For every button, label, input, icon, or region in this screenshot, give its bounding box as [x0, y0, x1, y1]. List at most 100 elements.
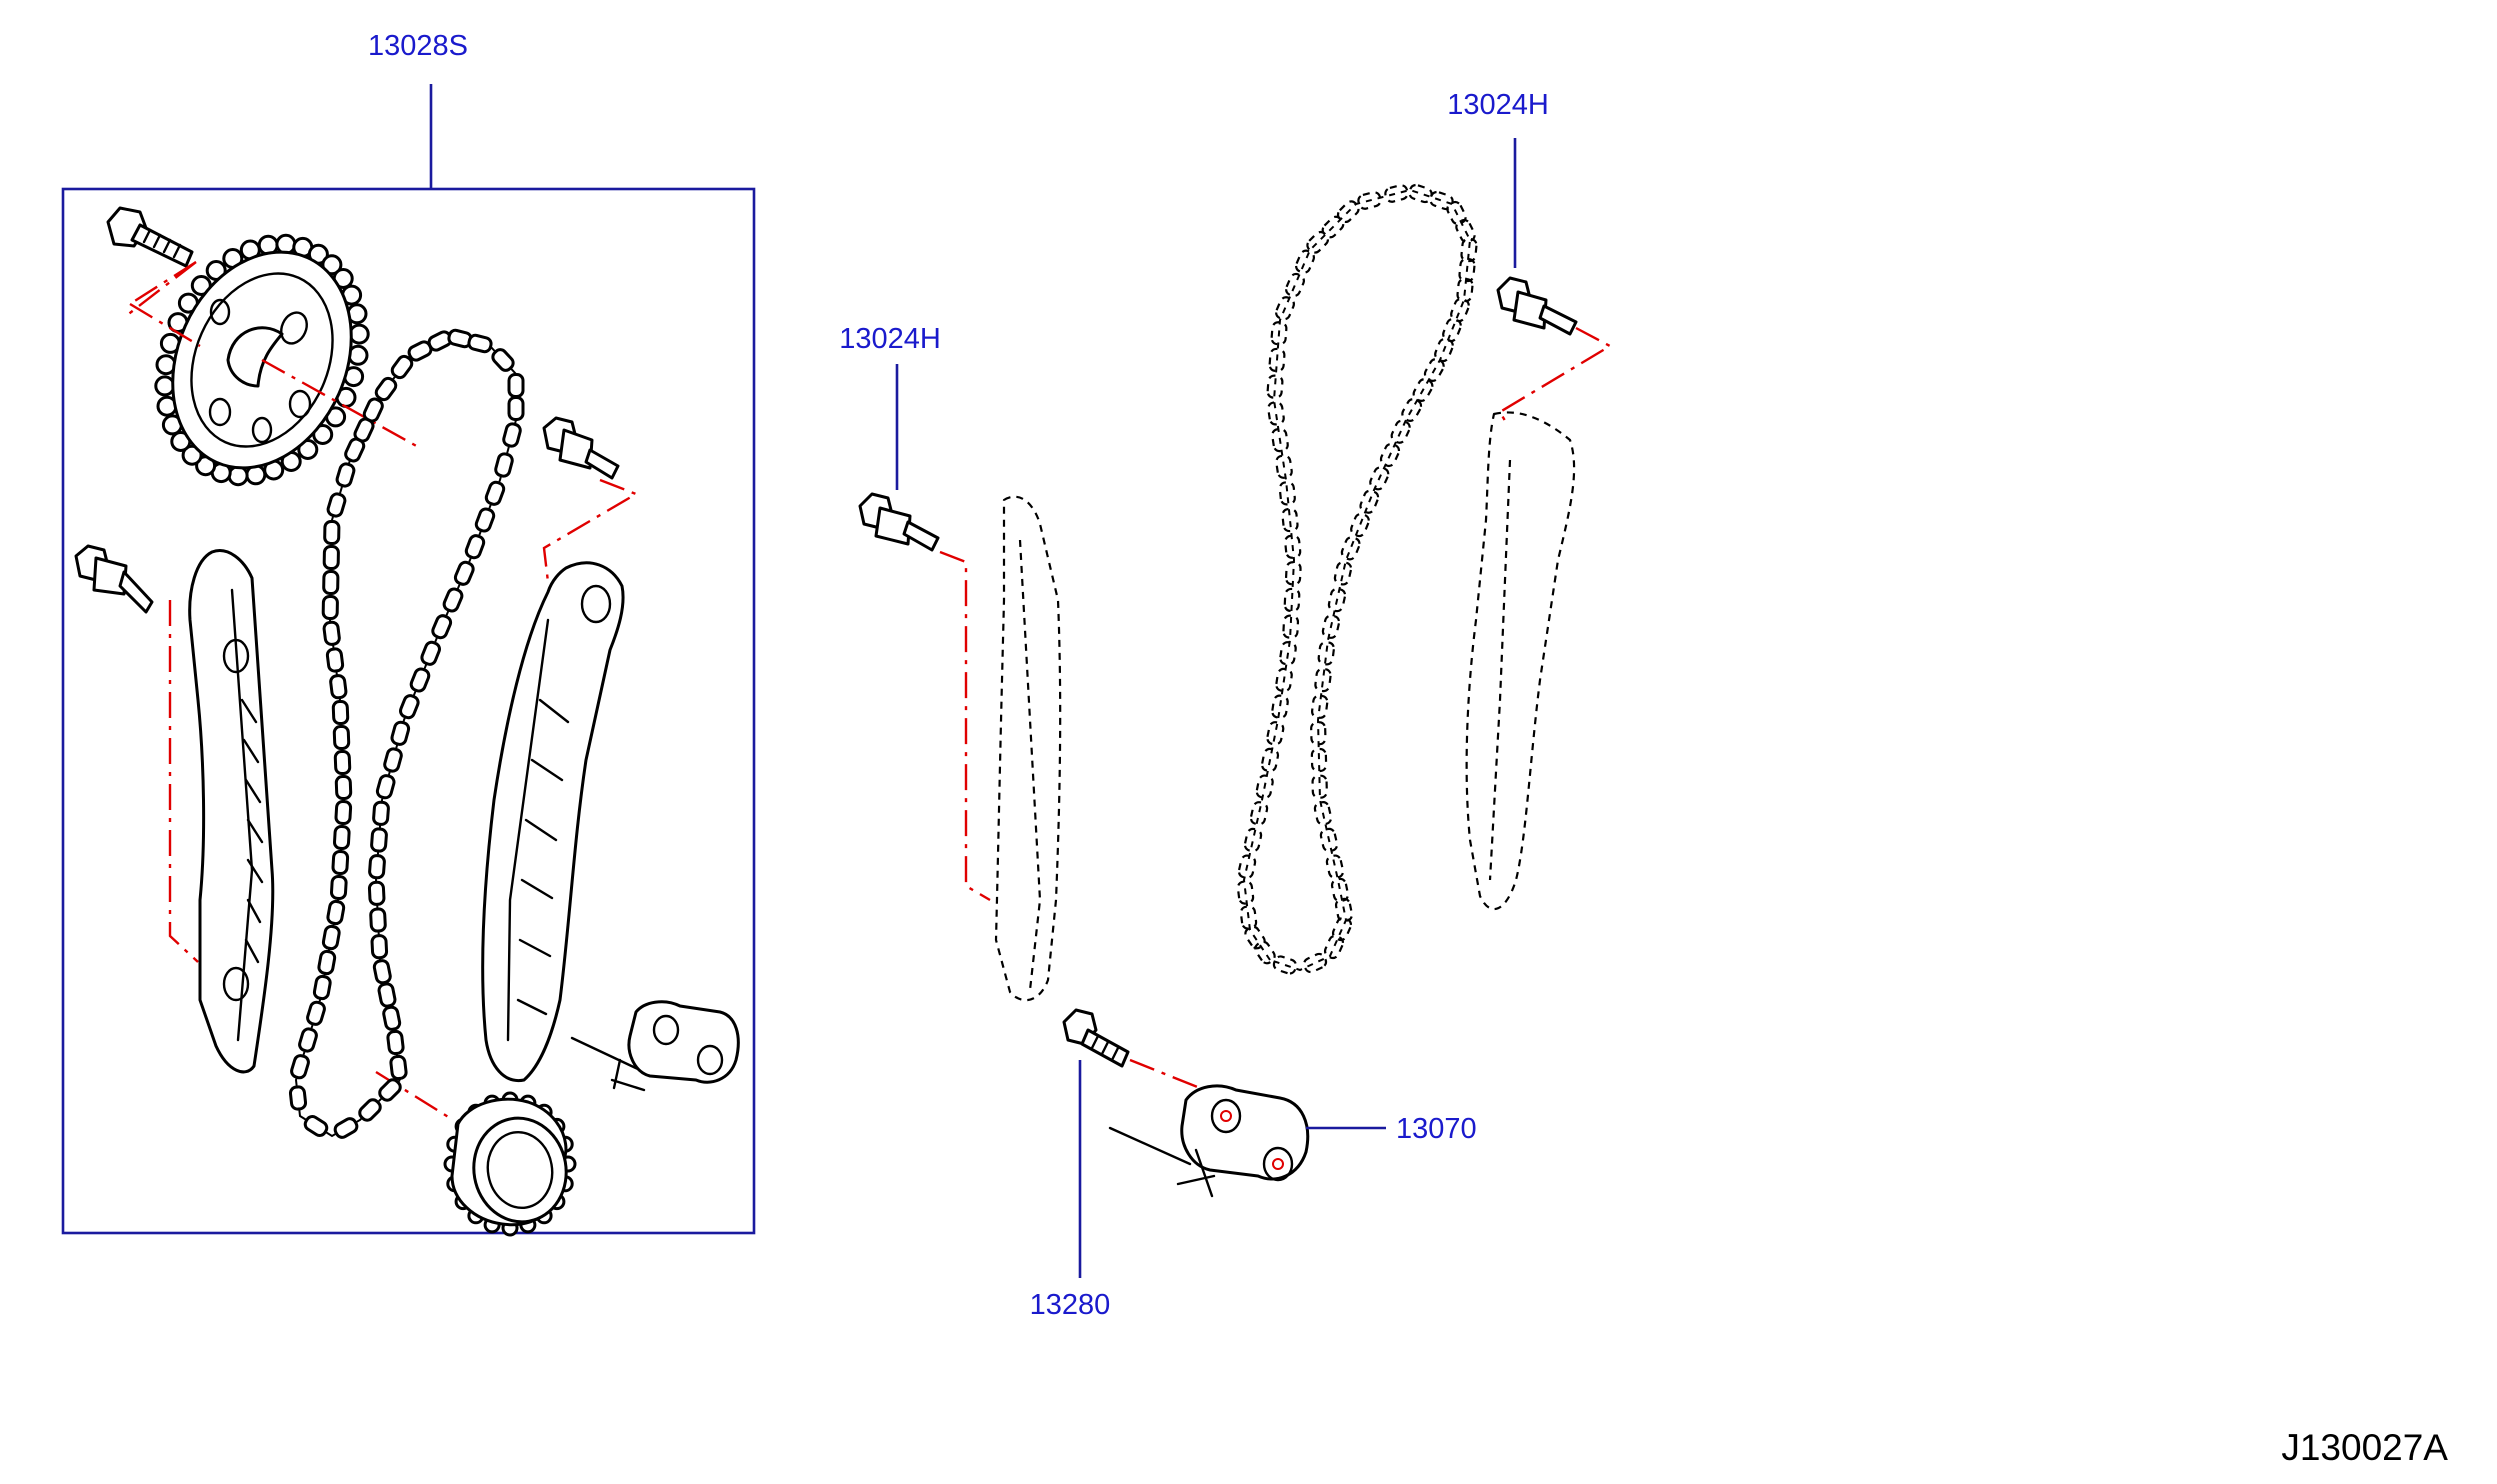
chain-link: [390, 354, 414, 380]
chain-link: [1455, 218, 1476, 244]
chain-link: [1306, 230, 1330, 254]
chain-link: [1321, 614, 1341, 639]
chain-link: [1340, 536, 1361, 561]
chain-link: [389, 1054, 408, 1081]
chain-link: [491, 348, 515, 372]
chain-link: [1460, 237, 1478, 263]
chain-link: [312, 974, 332, 1001]
chain-link: [1330, 877, 1350, 903]
chain-link: [1369, 466, 1390, 491]
chain-link: [1275, 667, 1293, 693]
chain-link: [1327, 587, 1347, 613]
chain-link: [409, 667, 431, 693]
chain-link: [377, 982, 397, 1008]
sprocket-tooth: [227, 465, 249, 487]
chain-link: [1390, 419, 1411, 444]
chain-link: [322, 620, 341, 646]
chain-link: [1272, 955, 1298, 975]
kit-centerlines: [125, 260, 639, 1120]
chain-link: [1310, 721, 1327, 746]
sprocket-tooth: [348, 323, 370, 345]
chain-link: [1310, 747, 1328, 773]
chain-link: [1325, 854, 1345, 879]
chain-link: [331, 699, 350, 726]
chain-link: [1255, 774, 1274, 799]
chain-link: [1284, 561, 1302, 586]
chain-link: [1260, 747, 1280, 773]
chain-link: [1456, 277, 1474, 303]
chain-link: [507, 396, 525, 421]
chain-link: [1266, 721, 1285, 746]
chain-link: [1285, 272, 1305, 298]
chain-link: [334, 799, 353, 826]
chain-link: [1334, 897, 1354, 923]
upper-guide-bolt: [1496, 276, 1578, 336]
sprocket-tooth: [181, 444, 203, 466]
chain-link: [317, 949, 337, 976]
chain-link: [1278, 481, 1296, 506]
chain-link: [333, 749, 352, 776]
chain-link: [1401, 398, 1423, 422]
tensioner-slipper: [481, 561, 625, 1083]
chain-link: [1266, 374, 1284, 399]
kit-timing-chain: [288, 328, 525, 1139]
chain-link: [303, 1115, 329, 1137]
chain-link: [1384, 184, 1409, 203]
chain-link: [1244, 925, 1266, 950]
chain-link: [1254, 940, 1276, 965]
chain-link: [1267, 401, 1285, 426]
chain-link: [431, 614, 453, 640]
chain-link: [335, 462, 356, 488]
chain-link: [1281, 507, 1299, 533]
chain-link: [290, 1054, 310, 1080]
chain-link: [306, 1000, 326, 1026]
chain-link: [370, 827, 388, 853]
kit-box-outline: [61, 187, 756, 1235]
chain-link: [323, 519, 341, 546]
chain-link: [1268, 347, 1286, 373]
chain-link: [382, 1005, 402, 1031]
bolt-part-number: 13280: [1030, 1289, 1111, 1321]
chain-link: [368, 854, 386, 880]
chain-link: [1333, 561, 1353, 586]
chain-link: [372, 800, 390, 826]
chain-link: [399, 694, 420, 720]
chain-link: [330, 874, 348, 901]
tensioner-part-number: 13070: [1396, 1113, 1477, 1145]
left-bolt-part-number: 13024H: [839, 323, 941, 355]
upper-bolt-part-number: 13024H: [1447, 89, 1549, 121]
chain-link: [1359, 489, 1380, 514]
chain-link: [1331, 916, 1353, 942]
chain-link: [507, 373, 525, 398]
chain-link: [390, 720, 411, 746]
chain-link: [1295, 249, 1315, 274]
chain-link: [1319, 827, 1339, 853]
chain-link: [1442, 317, 1462, 343]
chain-link: [332, 724, 351, 751]
chain-link: [1313, 801, 1333, 826]
right-guide-bolt: [542, 416, 620, 480]
crankshaft-sprocket: [443, 1091, 577, 1237]
chain-link: [453, 560, 475, 586]
chain-tensioner: [1108, 1084, 1310, 1198]
left-guide-bolt: [74, 544, 154, 614]
left-outer-guide-bolt: [858, 492, 940, 552]
chain-link: [322, 569, 340, 596]
sprocket-tooth: [275, 233, 297, 255]
chain-link: [1434, 337, 1454, 363]
chain-link: [1275, 296, 1295, 321]
chain-link: [370, 934, 389, 960]
chain-link: [484, 480, 506, 506]
chain-link: [1446, 200, 1467, 226]
chain-link: [326, 899, 346, 926]
chain-link: [334, 774, 353, 801]
chain-link: [1408, 183, 1433, 204]
chain-link: [333, 1117, 359, 1139]
chain-link: [298, 1027, 318, 1053]
chain-link: [502, 422, 522, 448]
chain-link: [474, 507, 496, 533]
sprocket-bolt: [106, 206, 194, 268]
chain-link: [1283, 587, 1301, 613]
chain-link: [1302, 952, 1328, 974]
